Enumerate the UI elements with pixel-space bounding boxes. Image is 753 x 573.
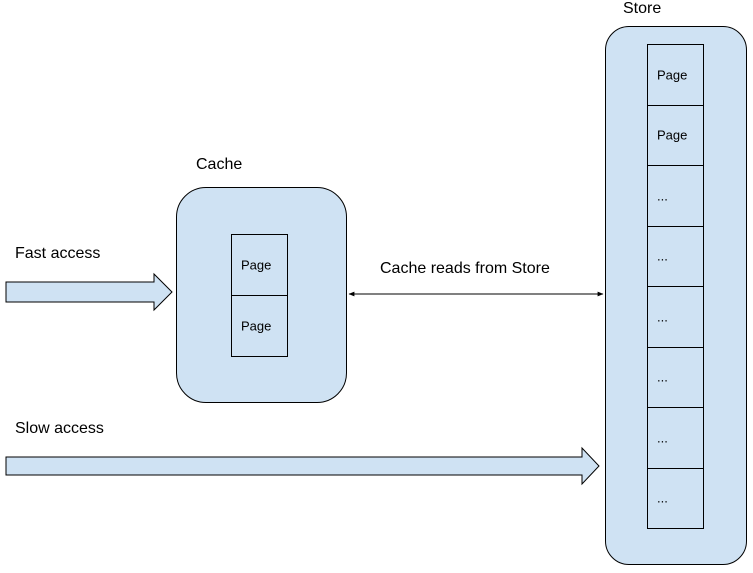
connector-label: Cache reads from Store	[380, 260, 550, 277]
cache-title: Cache	[196, 156, 243, 173]
store-page-label: ...	[657, 188, 668, 204]
store-page-label: ...	[657, 309, 668, 325]
store-page-label: ...	[657, 490, 668, 506]
slow-access-label: Slow access	[15, 420, 104, 437]
store-page-7: ...	[647, 407, 704, 469]
store-page-label: ...	[657, 369, 668, 385]
store-page-6: ...	[647, 346, 704, 408]
fast-access-label: Fast access	[15, 245, 101, 262]
fast-access-arrow-icon	[5, 272, 173, 312]
store-page-4: ...	[647, 225, 704, 287]
store-page-label: ...	[657, 248, 668, 264]
cache-page-label: Page	[241, 257, 272, 273]
store-page-2: Page	[647, 104, 704, 166]
store-page-8: ...	[647, 467, 704, 529]
cache-page-label: Page	[241, 318, 272, 334]
cache-page-2: Page	[231, 295, 288, 357]
cache-page-1: Page	[231, 234, 288, 296]
store-page-5: ...	[647, 286, 704, 348]
store-page-label: Page	[657, 127, 688, 143]
slow-access-arrow-icon	[5, 446, 600, 486]
store-title: Store	[623, 0, 662, 17]
store-page-label: Page	[657, 67, 688, 83]
store-page-label: ...	[657, 430, 668, 446]
store-page-1: Page	[647, 44, 704, 106]
store-page-3: ...	[647, 165, 704, 227]
